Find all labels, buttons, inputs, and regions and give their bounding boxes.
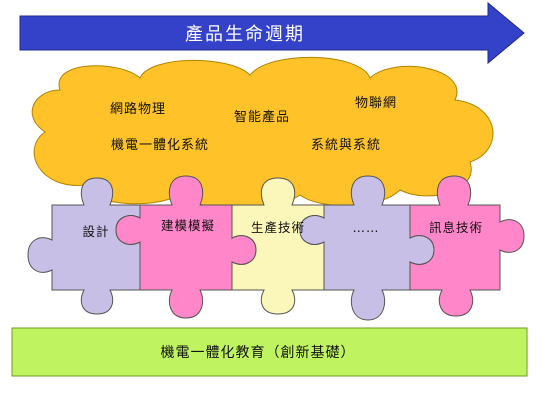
- foundation-label: 機電一體化教育（創新基礎）: [161, 344, 356, 361]
- piece-label: 生產技術: [251, 220, 305, 235]
- arrow-label: 產品生命週期: [185, 24, 305, 45]
- cloud-item: 網路物理: [110, 101, 166, 117]
- puzzle-piece: [409, 175, 525, 317]
- foundation-bar: 機電一體化教育（創新基礎）: [11, 327, 528, 377]
- cloud-item: 系統與系統: [311, 138, 381, 153]
- piece-label: 建模模擬: [161, 218, 215, 233]
- cloud-item: 機電一體化系統: [111, 138, 209, 153]
- piece-label: 訊息技術: [429, 220, 483, 235]
- lifecycle-arrow: 產品生命週期: [19, 1, 525, 65]
- cloud-item: 智能產品: [234, 109, 290, 125]
- cloud-item: 物聯網: [355, 96, 397, 111]
- foundation-rect: [11, 327, 528, 377]
- puzzle-row: 設計 建模模擬 生產技術 …… 訊息技術: [27, 175, 525, 321]
- arrow-shape: [19, 1, 525, 65]
- piece-label: 設計: [82, 224, 109, 239]
- piece-label: ……: [353, 220, 380, 235]
